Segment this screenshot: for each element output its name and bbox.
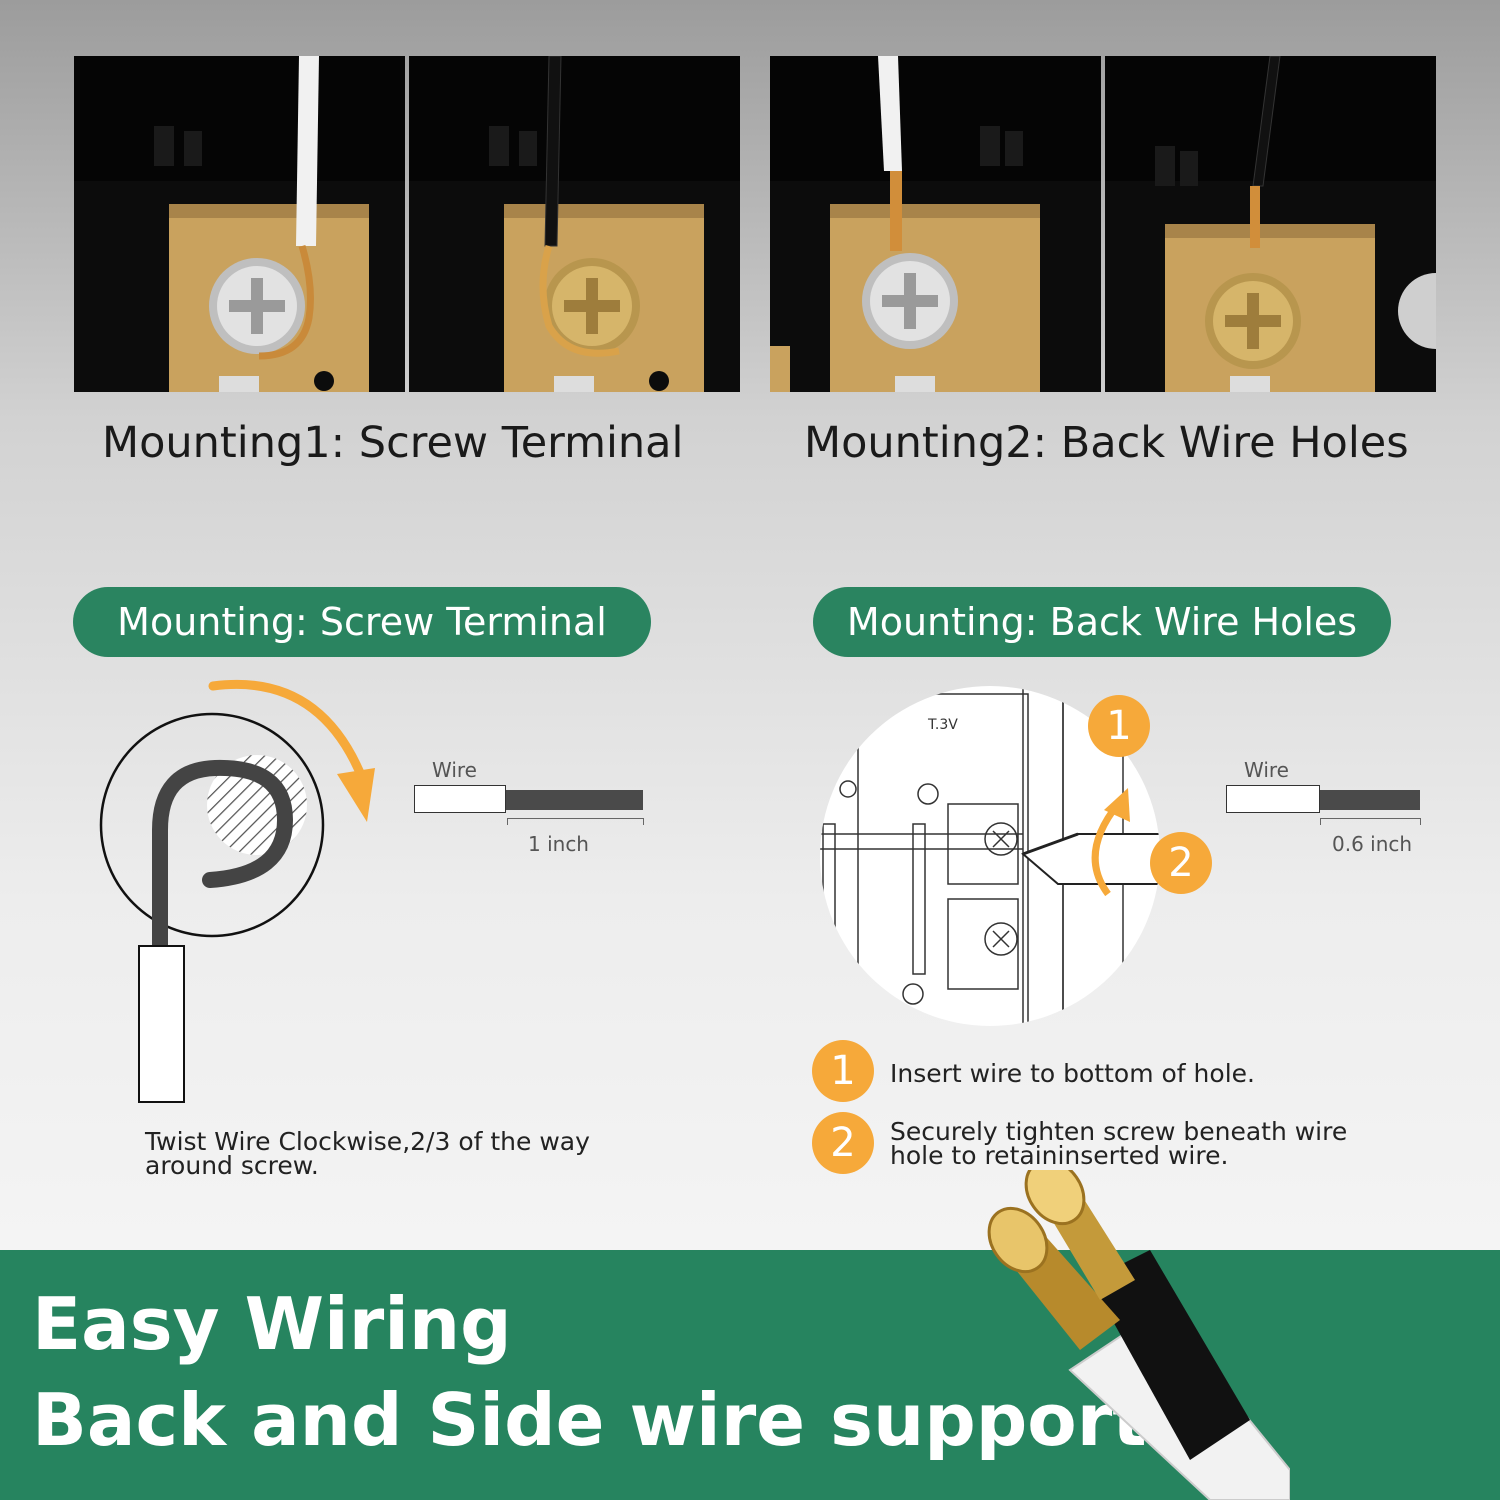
wire-gauge2-insulation — [1226, 785, 1320, 813]
svg-text:T.3V: T.3V — [927, 717, 958, 733]
mounting2-wire-label: Wire — [1244, 758, 1289, 782]
step-text-1: Insert wire to bottom of hole. — [890, 1059, 1255, 1088]
step-badge-2: 2 — [812, 1112, 874, 1174]
wire-gauge2-conductor — [1320, 790, 1420, 810]
mounting2-pill: Mounting: Back Wire Holes — [813, 587, 1391, 657]
mounting2-strip-length: 0.6 inch — [1332, 832, 1413, 856]
wire-gauge-insulation — [414, 785, 506, 813]
photo-screw-terminal-black-wire — [409, 56, 740, 392]
banner-subtitle: Back and Side wire support — [32, 1378, 1147, 1462]
photo-back-wire-black-wire — [1105, 56, 1436, 392]
diagram-badge-2: 2 — [1150, 832, 1212, 894]
mounting1-caption: Mounting1: Screw Terminal — [102, 418, 684, 468]
wire-cable-icon — [987, 1170, 1290, 1500]
diagram-badge-1: 1 — [1088, 695, 1150, 757]
mounting1-note: Twist Wire Clockwise,2/3 of the way arou… — [145, 1127, 590, 1180]
mounting2-caption: Mounting2: Back Wire Holes — [804, 418, 1409, 468]
wire-insulation — [138, 945, 185, 1103]
wire-gauge-conductor — [506, 790, 643, 810]
photo-back-wire-white-wire — [770, 56, 1101, 392]
step-text-2: Securely tighten screw beneath wire hole… — [890, 1117, 1348, 1170]
step-badge-1: 1 — [812, 1040, 874, 1102]
mounting1-wire-label: Wire — [432, 758, 477, 782]
banner-title: Easy Wiring — [32, 1282, 512, 1366]
clockwise-arrow-icon — [208, 679, 368, 785]
wire-gauge-dimension — [507, 818, 644, 825]
screw-terminal-diagram — [99, 679, 375, 1103]
back-wire-diagram: T.3V — [820, 686, 1160, 1026]
photo-screw-terminal-white-wire — [74, 56, 405, 392]
mounting1-pill: Mounting: Screw Terminal — [73, 587, 651, 657]
mounting1-strip-length: 1 inch — [528, 832, 589, 856]
screw-outline — [99, 712, 325, 938]
wire-loop — [152, 759, 294, 953]
screw-icon — [984, 822, 1018, 856]
wire-gauge2-dimension — [1320, 818, 1421, 825]
